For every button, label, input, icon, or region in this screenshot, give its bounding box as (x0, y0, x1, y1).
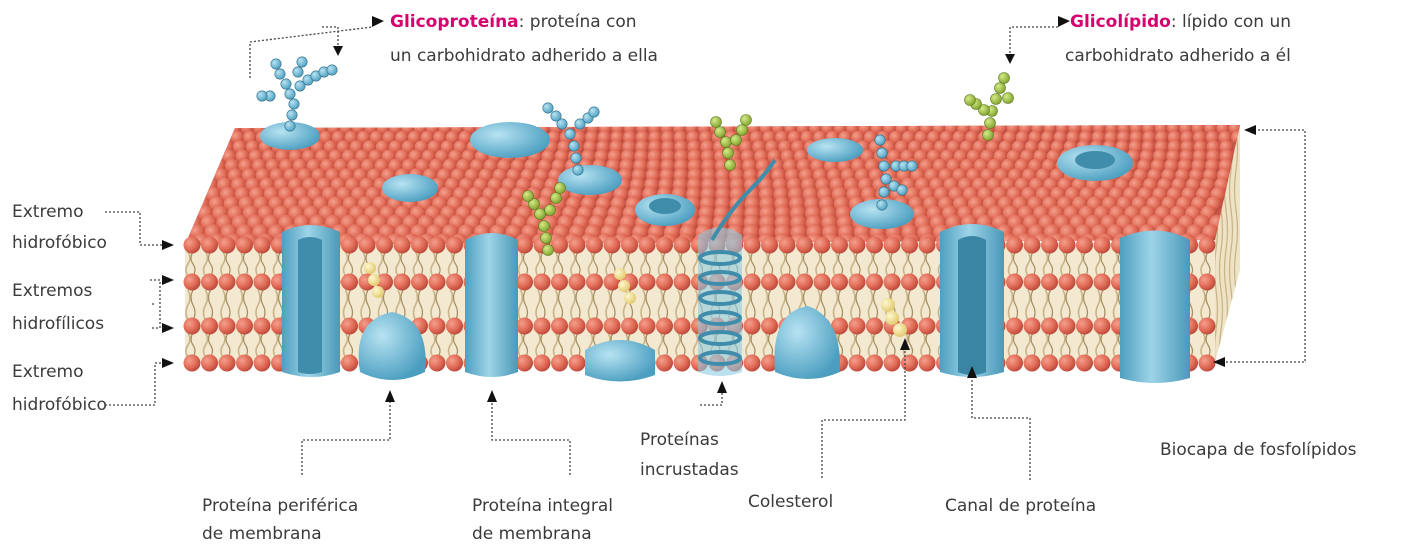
embedded-proteins-label-1: Proteínas (640, 428, 719, 452)
glycolipid-term: Glicolípido (1070, 12, 1171, 32)
embedded-proteins-label-2: incrustadas (640, 458, 739, 482)
bilayer-label: Biocapa de fosfolípidos (1160, 438, 1356, 462)
integral-protein-left (282, 225, 340, 377)
membrane (177, 57, 1245, 383)
glycolipid-desc-1: : lípido con un (1171, 12, 1291, 32)
integral-protein (465, 233, 518, 377)
hydrophobic-bottom-label-1: Extremo (12, 360, 84, 384)
protein-channel-label: Canal de proteína (945, 494, 1096, 518)
peripheral-protein-label-2: de membrana (202, 522, 322, 546)
glycoprotein-desc-2: un carbohidrato adherido a ella (390, 44, 658, 68)
integral-protein-label-2: de membrana (472, 522, 592, 546)
glycolipid-label: Glicolípido: lípido con un (1070, 10, 1291, 34)
hydrophobic-bottom-label-2: hidrofóbico (12, 393, 107, 417)
hydrophilic-label-1: Extremos (12, 279, 92, 303)
glycoprotein-term: Glicoproteína (390, 12, 519, 32)
hydrophilic-label-2: hidrofílicos (12, 312, 104, 336)
integral-protein-right (1120, 230, 1190, 383)
glycoprotein-label: Glicoproteína: proteína con (390, 10, 637, 34)
hydrophobic-top-label-2: hidrofóbico (12, 231, 107, 255)
bottom-protein-mid (585, 340, 655, 382)
protein-channel (940, 224, 1004, 377)
glycoprotein-desc-1: : proteína con (519, 12, 637, 32)
glycolipid-desc-2: carbohidrato adherido a él (1065, 44, 1291, 68)
hydrophobic-top-label-1: Extremo (12, 200, 84, 224)
peripheral-protein-label-1: Proteína periférica (202, 494, 358, 518)
cholesterol-label: Colesterol (748, 490, 833, 514)
integral-protein-label-1: Proteína integral (472, 494, 613, 518)
